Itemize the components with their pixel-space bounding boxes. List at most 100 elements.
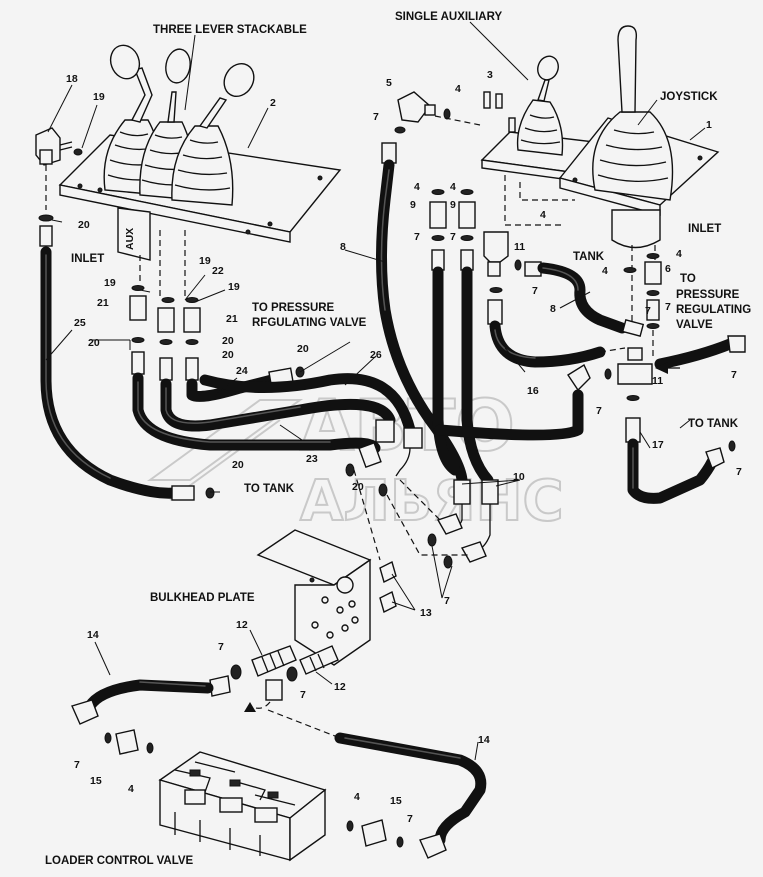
part-callout-9: 9	[450, 199, 456, 211]
part-callout-26: 26	[370, 349, 382, 361]
part-callout-7: 7	[74, 759, 80, 771]
bulkhead-plate	[256, 529, 372, 666]
part-callout-7: 7	[450, 231, 456, 243]
o-ring-20-left	[38, 214, 54, 222]
part-callouts: 18 19 2 20 19 19 22 19 21 21 20 20 20 25…	[66, 69, 742, 825]
part-callout-5: 5	[386, 77, 392, 89]
leader-lines	[45, 21, 706, 761]
fitting-21-right	[183, 307, 201, 333]
part-callout-15: 15	[90, 775, 102, 787]
lever-3	[198, 97, 228, 129]
label-three-lever-stackable: THREE LEVER STACKABLE	[153, 24, 307, 36]
part-callout-7: 7	[596, 405, 602, 417]
tee-fitting-11	[604, 347, 653, 443]
label-bulkhead-plate: BULKHEAD PLATE	[150, 592, 255, 604]
label-to-tank-right: TO TANK	[688, 418, 739, 430]
part-callout-10: 10	[513, 471, 525, 483]
part-callout-11: 11	[652, 375, 663, 387]
part-callout-4: 4	[540, 209, 546, 221]
hose-16	[434, 320, 626, 441]
hose-14-lower	[244, 679, 487, 859]
label-to-tank-left: TO TANK	[244, 483, 295, 495]
hose-26	[199, 373, 423, 477]
part-callout-4: 4	[602, 265, 608, 277]
part-callout-24: 24	[236, 365, 248, 377]
loader-control-valve	[158, 751, 327, 862]
part-callout-20: 20	[78, 219, 90, 231]
part-callout-12: 12	[236, 619, 248, 631]
hose-25-end-fitting	[171, 485, 195, 501]
label-to-pressure-left-2: RFGULATING VALVE	[252, 317, 367, 329]
elbow-fitting-18	[35, 127, 83, 210]
aux-block	[117, 207, 151, 261]
part-callout-14: 14	[478, 734, 490, 746]
part-callout-17: 17	[652, 439, 664, 451]
part-callout-4: 4	[455, 83, 461, 95]
elbow-fitting-5	[394, 91, 481, 134]
label-to-pressure-left-1: TO PRESSURE	[252, 302, 335, 314]
part-callout-20: 20	[352, 481, 364, 493]
label-to-pressure-right-1: TO	[680, 273, 696, 285]
hose-8-right	[524, 261, 645, 337]
three-lever-control-assembly: AUX	[58, 44, 342, 300]
part-callout-7: 7	[532, 285, 538, 297]
part-callout-20: 20	[88, 337, 100, 349]
part-callout-7: 7	[414, 231, 420, 243]
part-callout-19: 19	[199, 255, 211, 267]
part-callout-7: 7	[444, 595, 450, 607]
hose-23	[132, 372, 382, 469]
part-callout-20: 20	[222, 335, 234, 347]
hoses-10	[432, 266, 499, 553]
part-callout-14: 14	[87, 629, 99, 641]
fittings-9-pair	[429, 189, 476, 271]
lever-2	[167, 91, 177, 123]
label-to-pressure-right-4: VALVE	[676, 319, 713, 331]
fitting-21-left	[129, 295, 147, 321]
hose-to-pressure-regulating-valve	[654, 335, 746, 374]
part-callout-7: 7	[300, 689, 306, 701]
fitting-22	[157, 307, 175, 333]
joystick-control	[558, 25, 720, 330]
part-callout-13: 13	[420, 607, 432, 619]
elbows-and-nuts-13	[345, 463, 487, 614]
watermark-line-2: АЛЬЯНС	[300, 469, 564, 534]
part-callout-18: 18	[66, 73, 78, 85]
part-callout-9: 9	[410, 199, 416, 211]
part-callout-7: 7	[736, 466, 742, 478]
part-callout-7: 7	[665, 301, 671, 313]
label-inlet-right: INLET	[688, 223, 721, 235]
part-callout-7: 7	[373, 111, 379, 123]
fitting-11-upper	[483, 231, 522, 325]
fittings-12	[230, 645, 339, 682]
text-labels: THREE LEVER STACKABLE SINGLE AUXILIARY J…	[45, 11, 751, 867]
part-callout-22: 22	[212, 265, 224, 277]
label-to-pressure-right-3: REGULATING	[676, 304, 751, 316]
part-callout-2: 2	[270, 97, 276, 109]
part-callout-4: 4	[450, 181, 456, 193]
part-callout-21: 21	[226, 313, 238, 325]
label-loader-control-valve: LOADER CONTROL VALVE	[45, 855, 194, 867]
part-callout-12: 12	[334, 681, 346, 693]
part-callout-4: 4	[128, 783, 134, 795]
label-to-pressure-right-2: PRESSURE	[676, 289, 740, 301]
part-callout-20: 20	[232, 459, 244, 471]
part-callout-19: 19	[228, 281, 240, 293]
part-callout-19: 19	[93, 91, 105, 103]
watermark: АВТО АЛЬЯНС	[146, 384, 565, 535]
part-callout-4: 4	[676, 248, 682, 260]
part-callout-16: 16	[527, 385, 539, 397]
part-callout-20: 20	[222, 349, 234, 361]
part-callout-25: 25	[74, 317, 86, 329]
part-callout-3: 3	[487, 69, 493, 81]
part-callout-1: 1	[706, 119, 712, 131]
label-joystick: JOYSTICK	[660, 91, 718, 103]
fitting-group-21	[129, 285, 201, 381]
bolts-3	[483, 91, 516, 133]
aux-block-label: AUX	[124, 228, 136, 250]
part-callout-4: 4	[354, 791, 360, 803]
fittings-15	[104, 729, 404, 848]
lever-1	[130, 67, 153, 123]
lever-boot-3	[171, 125, 234, 206]
